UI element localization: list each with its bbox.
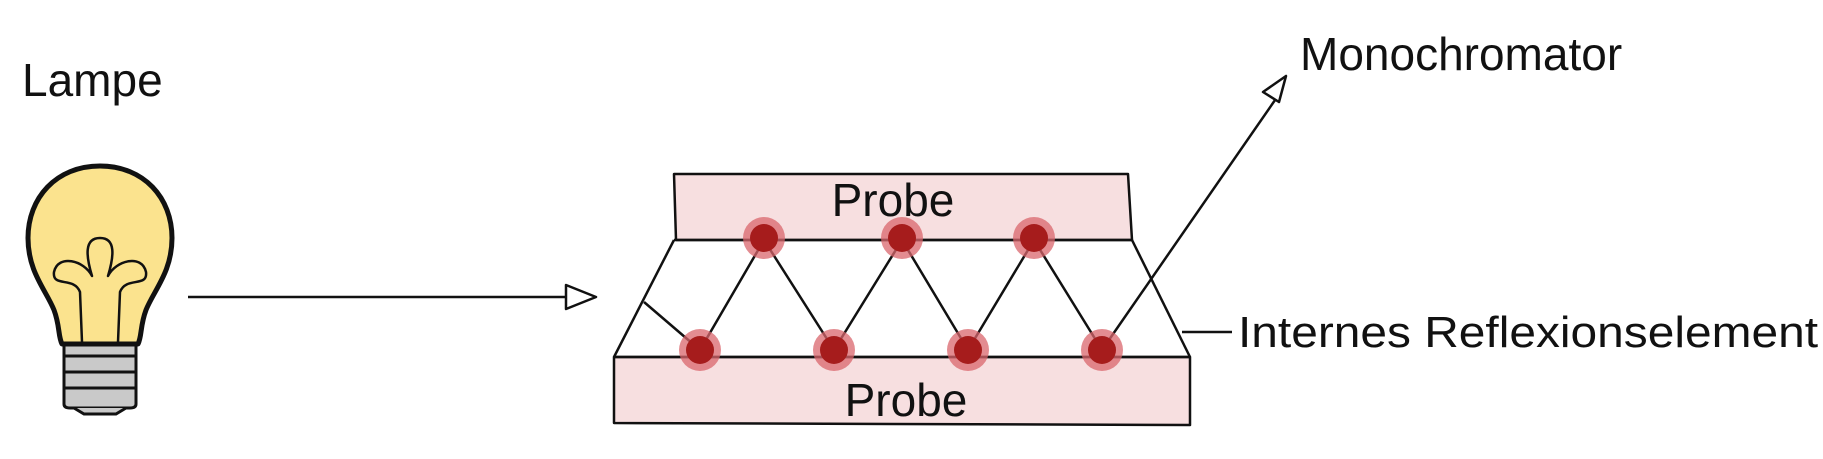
bulb-glass [25,163,175,347]
reflection-point [1081,329,1123,371]
top-sample-label: Probe [832,174,955,226]
bottom-sample-label: Probe [845,374,968,426]
bottom-reflection-points [679,329,1123,371]
reflection-point [679,329,721,371]
top-sample: Probe [672,172,1134,242]
reflection-point [1013,217,1055,259]
ire-label: Internes Reflexionselement [1238,308,1818,357]
reflection-point [947,329,989,371]
bulb-filament [52,236,148,344]
light-bulb-icon [25,163,175,416]
lamp-label: Lampe [22,54,163,106]
reflection-point [813,329,855,371]
incoming-beam-arrow [188,283,598,311]
reflection-point [881,217,923,259]
monochromator-label: Monochromator [1300,28,1622,80]
outgoing-beam-arrowhead [1261,74,1288,104]
reflection-point [743,217,785,259]
top-reflection-points [743,217,1055,259]
bulb-socket [62,338,138,416]
